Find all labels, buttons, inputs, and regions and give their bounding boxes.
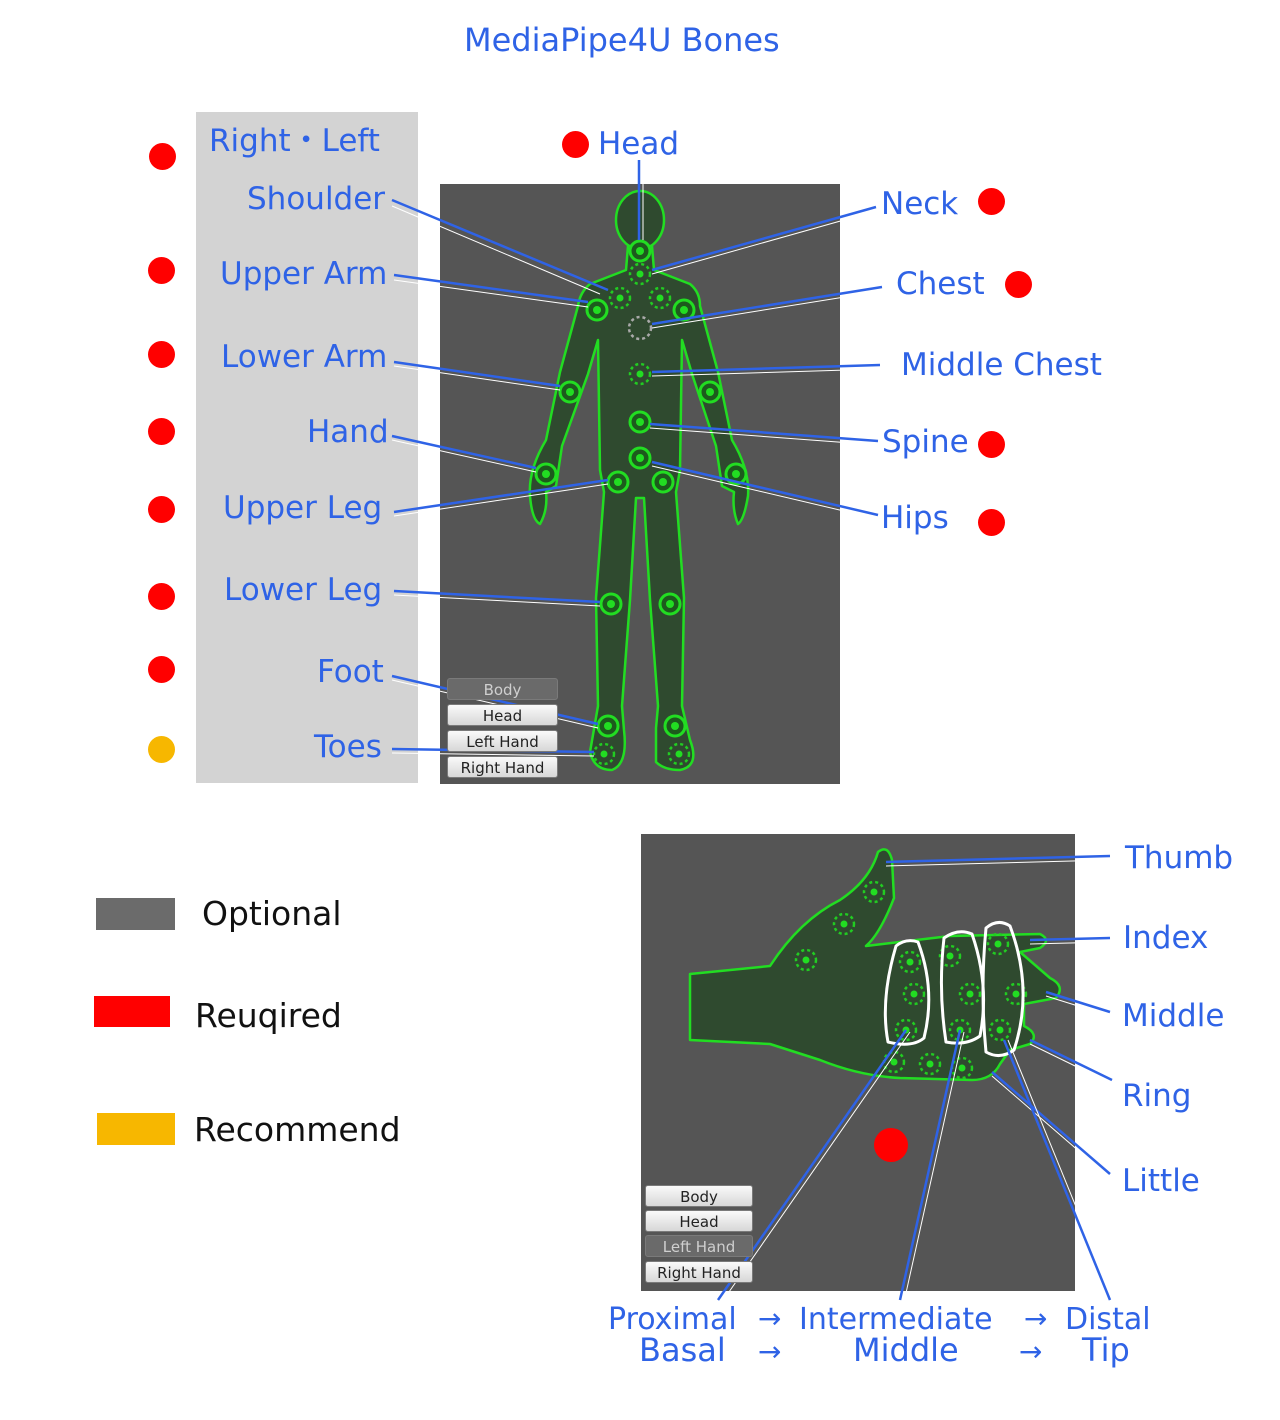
segment-arrow-3: → bbox=[758, 1335, 782, 1368]
hand-tab-head-button[interactable]: Head bbox=[645, 1210, 753, 1232]
status-dot-upper-arm bbox=[148, 257, 175, 284]
label-neck: Neck bbox=[881, 186, 959, 222]
label-index: Index bbox=[1123, 920, 1209, 956]
page-title: MediaPipe4U Bones bbox=[464, 21, 780, 59]
segment-arrow-4: → bbox=[1019, 1335, 1043, 1368]
finger-leader-lines bbox=[716, 854, 1115, 1303]
status-dot-shoulder bbox=[149, 143, 176, 170]
side-label-panel bbox=[196, 112, 418, 783]
label-thumb: Thumb bbox=[1125, 840, 1234, 876]
right-leader-lines bbox=[637, 160, 883, 520]
legend-optional: Optional bbox=[202, 894, 342, 933]
label-middle-finger: Middle bbox=[1122, 998, 1225, 1034]
label-hips: Hips bbox=[881, 500, 949, 536]
body-tab-body-button[interactable]: Body bbox=[447, 678, 558, 700]
status-dot-hips bbox=[978, 509, 1005, 536]
body-tab-right-hand-button[interactable]: Right Hand bbox=[447, 756, 558, 778]
label-foot: Foot bbox=[317, 654, 384, 690]
status-dot-toes bbox=[148, 736, 175, 763]
legend-swatch-optional bbox=[96, 898, 175, 930]
label-toes: Toes bbox=[314, 729, 382, 765]
label-spine: Spine bbox=[882, 424, 969, 460]
label-right-left: Right・Left bbox=[209, 123, 380, 159]
status-dot-spine bbox=[978, 431, 1005, 458]
label-hand: Hand bbox=[307, 414, 389, 450]
body-joints bbox=[534, 239, 748, 766]
segment-distal: Distal bbox=[1065, 1302, 1151, 1337]
label-ring: Ring bbox=[1122, 1078, 1192, 1114]
label-head: Head bbox=[598, 126, 680, 162]
legend-recommend: Recommend bbox=[194, 1110, 401, 1149]
legend-required: Reuqired bbox=[195, 996, 342, 1035]
body-tab-head-button[interactable]: Head bbox=[447, 704, 558, 726]
status-dot-neck bbox=[978, 188, 1005, 215]
label-upper-arm: Upper Arm bbox=[220, 256, 388, 292]
label-lower-arm: Lower Arm bbox=[221, 339, 388, 375]
status-dot-lower-arm bbox=[148, 341, 175, 368]
hand-tab-right-hand-button[interactable]: Right Hand bbox=[645, 1261, 753, 1283]
status-dot-chest bbox=[1005, 271, 1032, 298]
status-dot-lower-leg bbox=[148, 583, 175, 610]
segment-proximal: Proximal bbox=[608, 1302, 737, 1337]
label-little: Little bbox=[1122, 1163, 1200, 1199]
label-chest: Chest bbox=[896, 266, 985, 302]
body-silhouette bbox=[528, 189, 750, 772]
hand-silhouette bbox=[688, 848, 1062, 1082]
hand-tab-body-button[interactable]: Body bbox=[645, 1185, 753, 1207]
legend-swatch-required bbox=[94, 996, 170, 1027]
status-dot-upper-leg bbox=[148, 496, 175, 523]
status-dot-hand bbox=[148, 418, 175, 445]
hand-tab-left-hand-button[interactable]: Left Hand bbox=[645, 1235, 753, 1257]
segment-arrow-2: → bbox=[1024, 1302, 1048, 1335]
body-tab-left-hand-button[interactable]: Left Hand bbox=[447, 730, 558, 752]
label-upper-leg: Upper Leg bbox=[223, 490, 383, 526]
label-lower-leg: Lower Leg bbox=[224, 572, 383, 608]
label-shoulder: Shoulder bbox=[247, 181, 386, 217]
segment-basal: Basal bbox=[639, 1331, 726, 1369]
label-middle-chest: Middle Chest bbox=[901, 347, 1102, 383]
status-dot-fingers bbox=[874, 1128, 908, 1162]
segment-intermediate: Intermediate bbox=[799, 1302, 993, 1337]
segment-middle: Middle bbox=[853, 1331, 959, 1369]
legend-swatch-recommend bbox=[97, 1113, 175, 1145]
status-dot-head bbox=[562, 131, 589, 158]
finger-segment-outlines bbox=[883, 921, 1025, 1057]
status-dot-foot bbox=[148, 656, 175, 683]
segment-tip: Tip bbox=[1082, 1331, 1130, 1369]
segment-arrow-1: → bbox=[758, 1302, 782, 1335]
left-leader-lines bbox=[391, 198, 609, 757]
